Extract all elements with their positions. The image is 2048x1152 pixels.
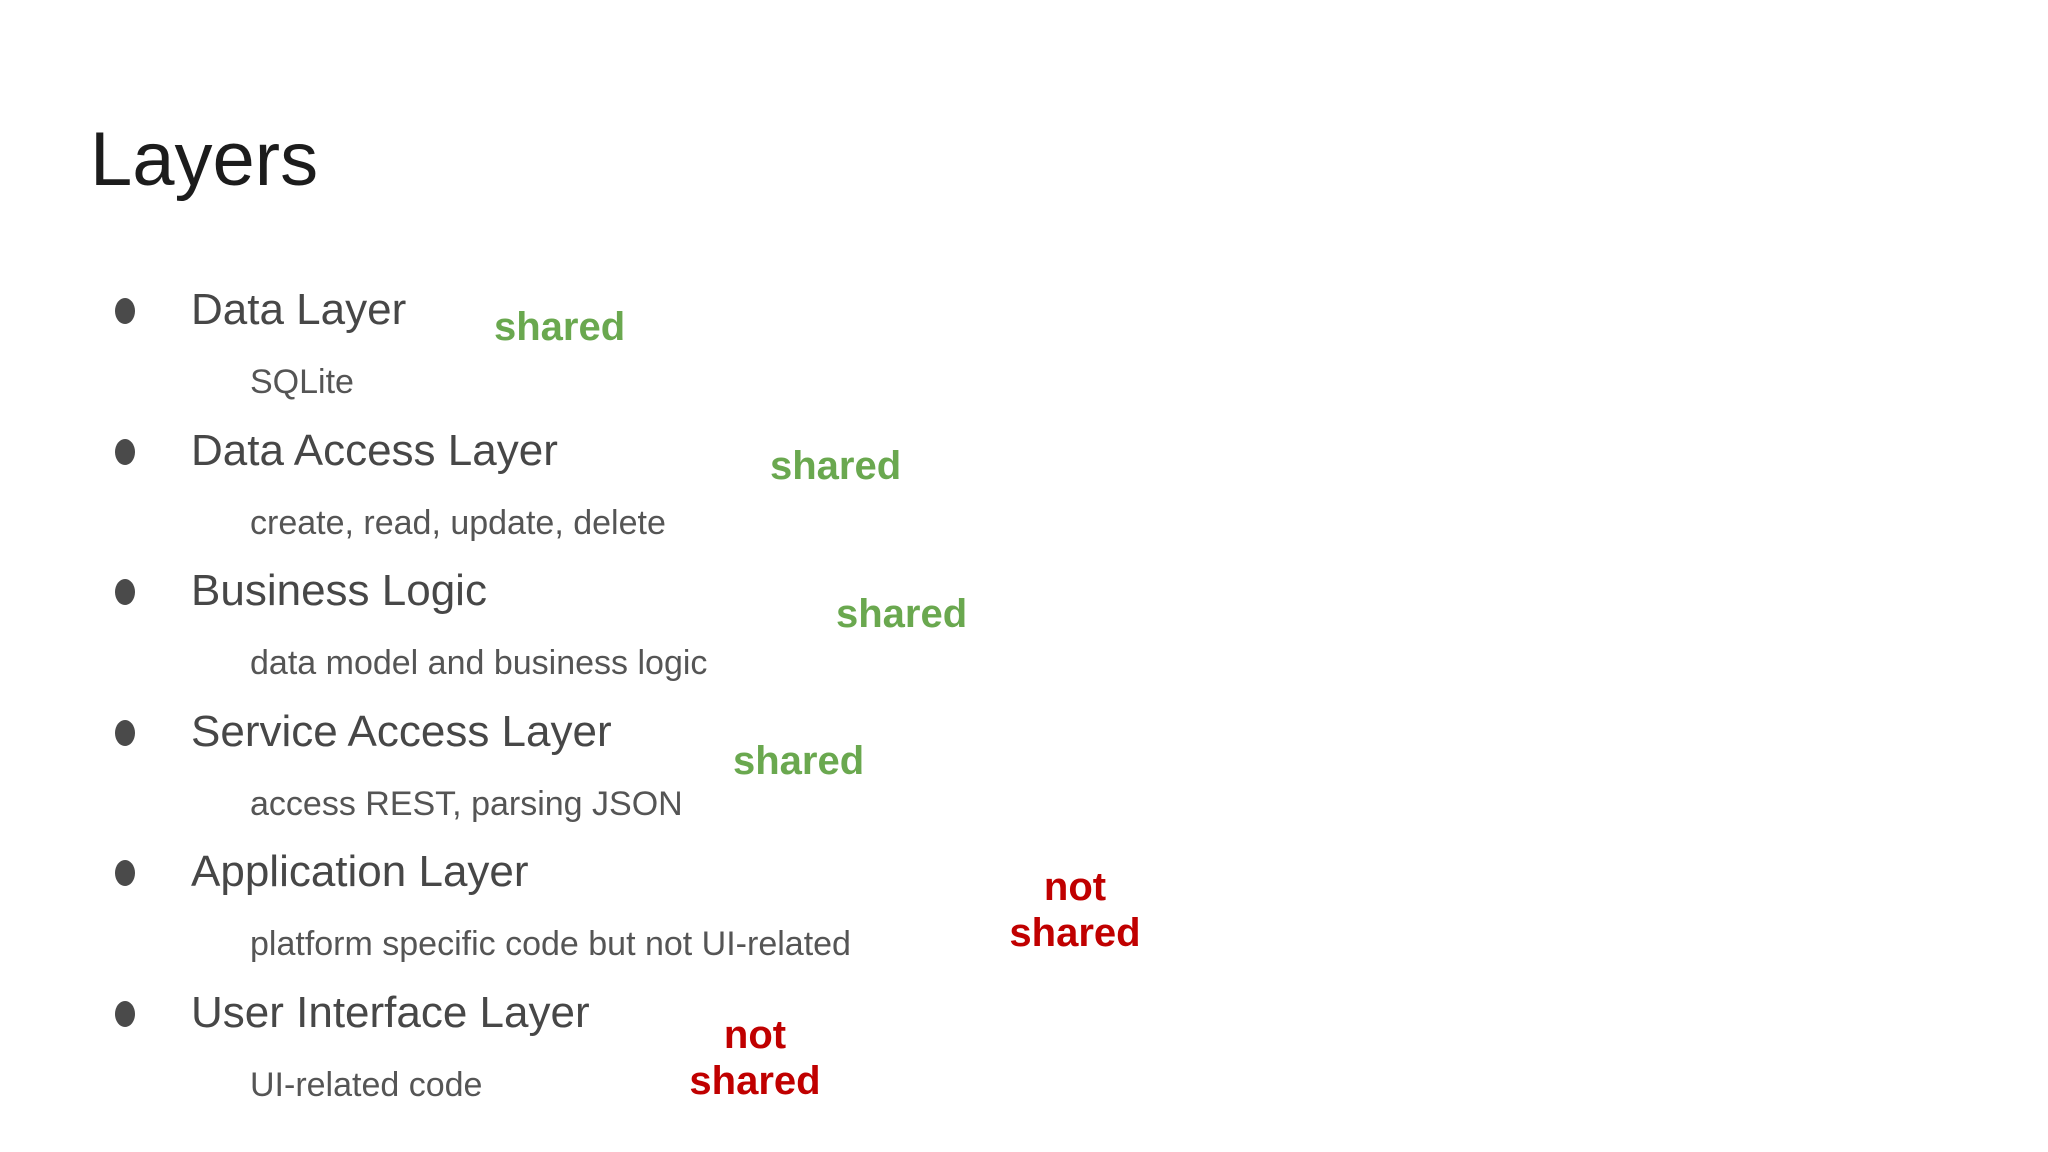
list-item-service-access-layer: Service Access Layer access REST, parsin… <box>115 705 683 826</box>
list-item-application-layer: Application Layer platform specific code… <box>115 845 851 966</box>
layer-detail: create, read, update, delete <box>250 504 666 542</box>
not-shared-annotation: not shared <box>1009 865 1141 955</box>
shared-annotation: shared <box>494 305 626 349</box>
bullet-icon <box>115 860 135 886</box>
layer-title: Business Logic <box>191 566 487 615</box>
layer-detail: UI-related code <box>250 1066 483 1104</box>
shared-annotation: shared <box>770 444 902 488</box>
list-item-business-logic: Business Logic data model and business l… <box>115 564 707 685</box>
bullet-icon <box>115 439 135 465</box>
list-item-user-interface-layer: User Interface Layer UI-related code <box>115 986 590 1107</box>
layer-detail: SQLite <box>250 363 354 401</box>
layer-title: Data Access Layer <box>191 426 558 475</box>
layer-detail: access REST, parsing JSON <box>250 785 683 823</box>
layer-title: Service Access Layer <box>191 707 612 756</box>
not-shared-annotation: not shared <box>689 1013 821 1103</box>
layer-title: User Interface Layer <box>191 988 590 1037</box>
layer-title: Application Layer <box>191 847 529 896</box>
layer-title: Data Layer <box>191 285 407 334</box>
list-item-data-layer: Data Layer SQLite <box>115 283 406 404</box>
bullet-icon <box>115 298 135 324</box>
layer-detail: data model and business logic <box>250 644 708 682</box>
page-title: Layers <box>90 117 319 202</box>
bullet-icon <box>115 720 135 746</box>
shared-annotation: shared <box>836 592 968 636</box>
bullet-icon <box>115 579 135 605</box>
list-item-data-access-layer: Data Access Layer create, read, update, … <box>115 424 666 545</box>
shared-annotation: shared <box>733 739 865 783</box>
layer-detail: platform specific code but not UI-relate… <box>250 925 851 963</box>
bullet-icon <box>115 1001 135 1027</box>
